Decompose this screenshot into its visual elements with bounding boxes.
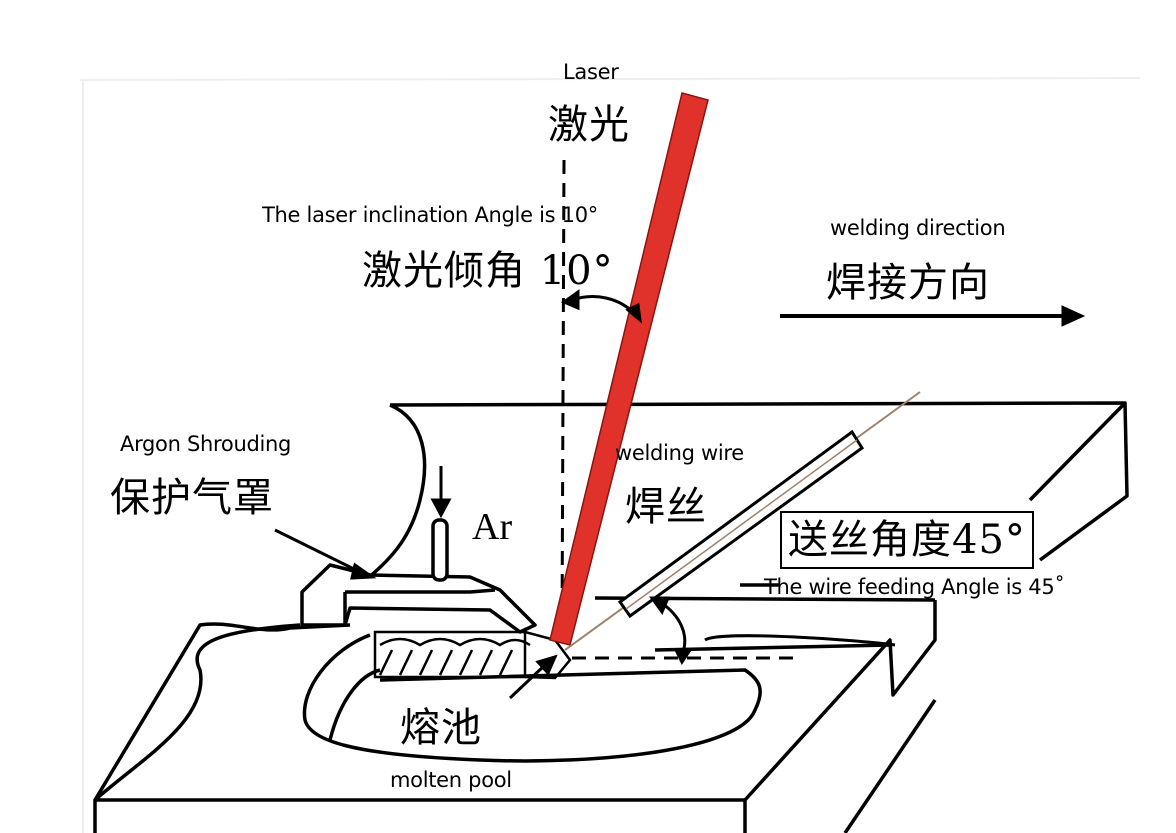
frame-outline (79, 77, 1141, 833)
wire-angle-label-en: The wire feeding Angle is 45˚ (764, 575, 1065, 599)
base-plate (93, 600, 937, 833)
argon-arrow (430, 466, 452, 519)
base-plate-edge (93, 623, 301, 802)
shroud-pointer-arrow (274, 528, 377, 580)
welding-wire (564, 391, 921, 651)
laser-beam (549, 92, 709, 646)
laser-angle-arc (560, 289, 642, 324)
molten-pool-label-en: molten pool (390, 768, 512, 792)
welding-direction-arrow (780, 305, 1086, 327)
vertical-reference-line (560, 159, 566, 631)
argon-shroud-label-en: Argon Shrouding (120, 432, 292, 456)
wire-angle-arc (649, 596, 693, 665)
molten-pool-outline (302, 633, 762, 763)
welding-wire-label-en: welding wire (615, 441, 744, 465)
welding-wire-label-zh: 焊丝 (625, 484, 707, 530)
groove-wall (704, 634, 896, 647)
argon-symbol-label: Ar (472, 506, 513, 548)
argon-shroud-label-zh: 保护气罩 (110, 475, 274, 521)
weld-bead (373, 630, 572, 680)
wire-angle-label-zh: 送丝角度45° (780, 511, 1034, 569)
laser-label-zh: 激光 (548, 102, 630, 148)
laser-label-en: Laser (563, 60, 619, 84)
laser-angle-label-zh: 激光倾角 10° (362, 248, 614, 294)
welding-direction-label-zh: 焊接方向 (826, 260, 990, 306)
molten-pool-label-zh: 熔池 (400, 705, 482, 751)
molten-pool-pointer-arrow (508, 654, 558, 700)
laser-angle-label-en: The laser inclination Angle is 10° (262, 203, 598, 227)
welding-direction-label-en: welding direction (830, 216, 1006, 240)
